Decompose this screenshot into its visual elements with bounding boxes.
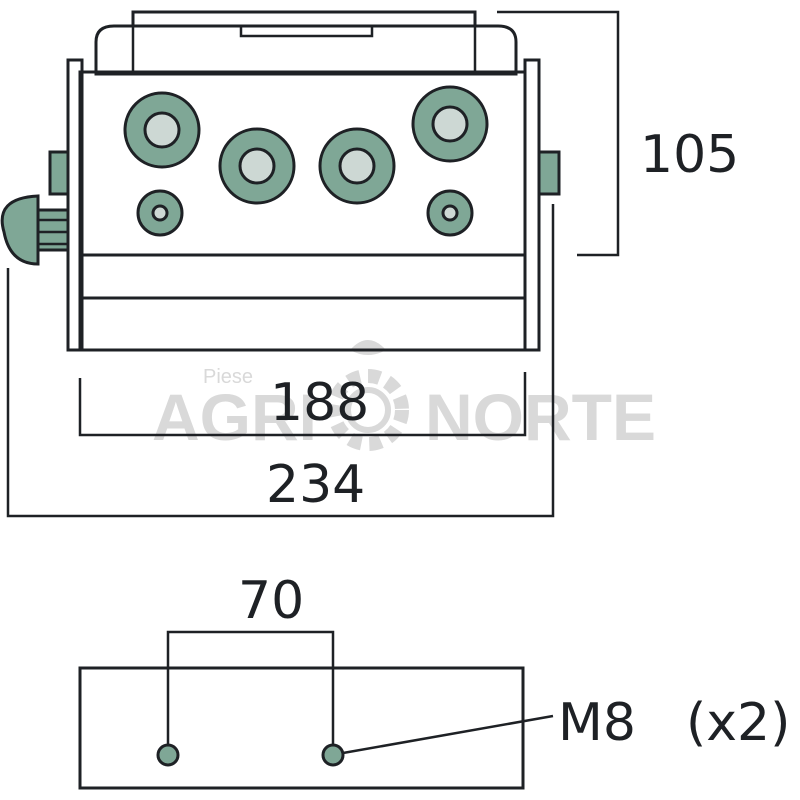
port-large-1	[123, 91, 201, 169]
mount-hole-2	[321, 743, 345, 767]
valve-bottom-view: 70 M8 (x2)	[78, 571, 790, 790]
watermark-right: NORTE	[425, 380, 656, 454]
port-large-4	[411, 85, 489, 163]
top-cap	[131, 10, 477, 28]
port-large-3	[318, 127, 396, 205]
mount-hole-1	[156, 743, 180, 767]
dim-inner-width: 188	[78, 372, 527, 437]
thread-label: M8	[558, 693, 636, 753]
port-small-1	[136, 189, 184, 237]
dim-hole-spacing-label: 70	[238, 571, 304, 631]
watermark: Piese AGRI NORTE	[152, 340, 656, 454]
thread-leader	[342, 714, 554, 755]
bottom-plate	[78, 666, 525, 790]
adjust-knob	[0, 194, 70, 266]
dim-outer-width-label: 234	[266, 455, 365, 515]
right-flange	[523, 58, 541, 352]
dim-height-label: 105	[640, 125, 739, 185]
right-boss	[537, 150, 561, 196]
dim-outer-width: 234	[6, 204, 555, 518]
port-large-2	[218, 127, 296, 205]
watermark-left: AGRI	[152, 380, 317, 454]
left-boss	[48, 150, 70, 196]
port-small-2	[426, 189, 474, 237]
dim-inner-width-label: 188	[270, 373, 369, 433]
watermark-prefix: Piese	[203, 366, 253, 388]
dim-height: 105	[497, 10, 739, 257]
top-housing	[94, 24, 518, 76]
valve-front-view	[0, 10, 561, 352]
top-slot	[239, 26, 374, 38]
left-flange	[66, 58, 84, 352]
thread-count-label: (x2)	[686, 693, 790, 753]
